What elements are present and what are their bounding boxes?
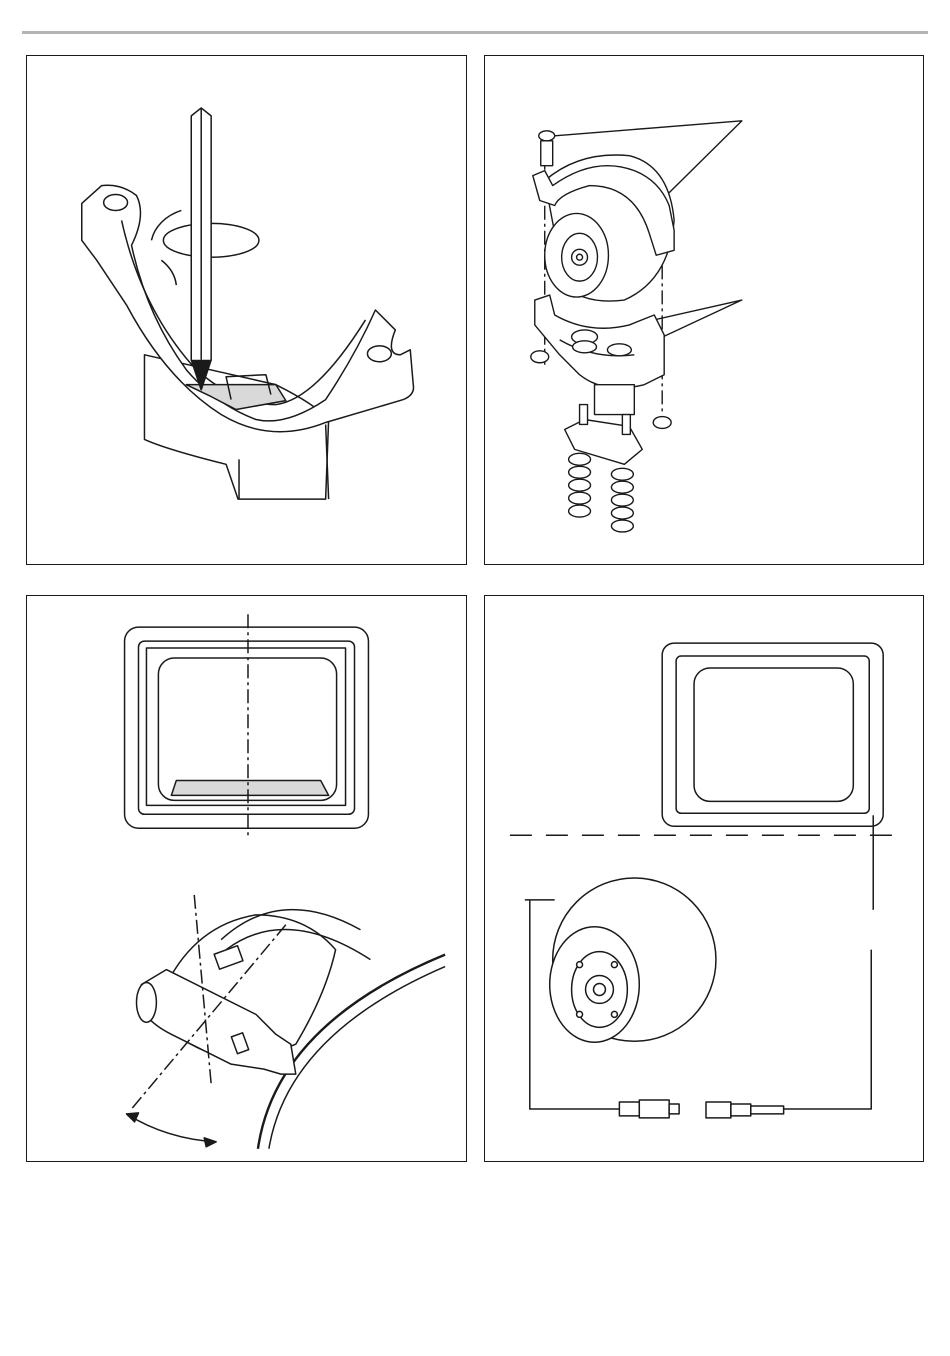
screwdriver-tighten-mount-icon: [27, 56, 466, 564]
camera-bracket-exploded-icon: [485, 56, 923, 564]
monitor-angle-alignment-icon: [27, 596, 466, 1161]
screw-hole-left: [104, 195, 128, 211]
cable-connector-female: [706, 1102, 784, 1118]
washer-stack-left: [569, 453, 591, 517]
monitor-camera-cable-connection-icon: [485, 596, 923, 1161]
figure-panel-exploded-bracket: [484, 55, 924, 565]
figure-panel-connection: [484, 595, 924, 1162]
figure-panel-screwdriver: [26, 55, 467, 565]
monitor-screen: [158, 658, 336, 800]
cable: [784, 950, 872, 1109]
figure-panel-alignment: [26, 595, 467, 1162]
angle-arc-icon: [127, 1114, 217, 1142]
top-rule: [22, 31, 928, 34]
lower-clamp: [535, 295, 664, 388]
monitor-screen: [694, 668, 853, 801]
cable-connector-male: [619, 1100, 679, 1118]
washer-stack-right: [611, 468, 633, 532]
screw-hole-right: [367, 346, 391, 362]
